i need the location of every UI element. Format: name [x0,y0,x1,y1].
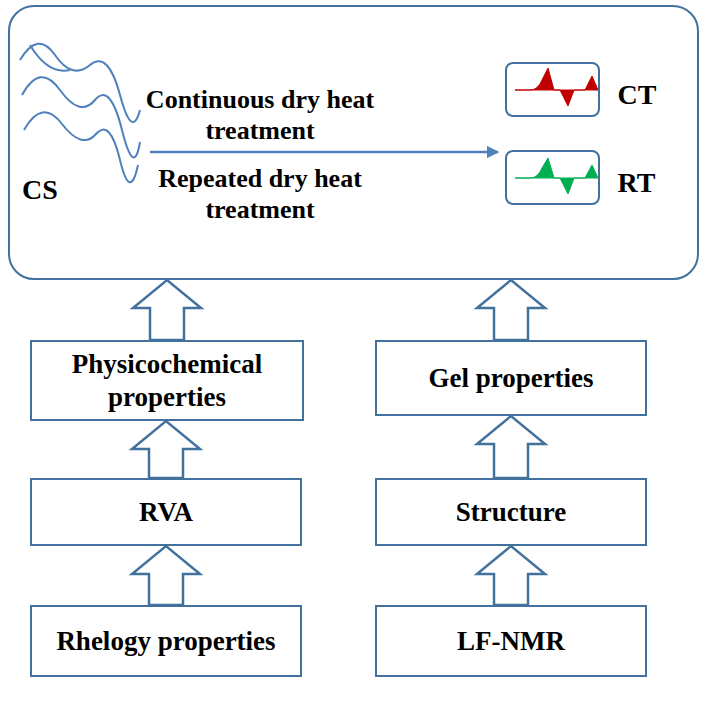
ct-curve [515,68,598,106]
process-box: Structure [375,478,647,546]
block-arrow [133,280,201,340]
outer-box: CS CT RT [8,5,699,280]
rt-curve [515,158,598,194]
result-label: RT [618,166,656,200]
box-label: Physicochemical properties [42,348,292,413]
box-label: Rhelogy properties [56,625,275,657]
chain-line [30,45,70,71]
block-arrow [477,416,545,478]
starch-chains [20,44,140,183]
box-label: RVA [139,496,193,528]
process-box: RVA [30,478,302,546]
sample-label: CS [22,173,58,207]
chain-line [22,77,140,157]
treatment-label: Continuous dry heat treatment [130,84,390,146]
block-arrow [477,546,545,605]
process-box: Gel properties [375,340,647,416]
block-arrow [477,280,545,340]
treatment-arrow [150,151,498,154]
process-box: Physicochemical properties [30,340,304,421]
result-box: CT [505,62,600,117]
box-label: Structure [456,496,566,528]
treatment-label: Repeated dry heat treatment [130,163,390,225]
block-arrow [132,546,200,605]
block-arrow [132,421,200,478]
result-box: RT [505,150,600,205]
chain-line [24,112,138,182]
process-box: Rhelogy properties [30,605,302,677]
chain-line [20,44,140,122]
box-label: LF-NMR [457,625,565,657]
box-label: Gel properties [428,362,593,394]
process-box: LF-NMR [375,605,647,677]
result-label: CT [618,78,657,112]
